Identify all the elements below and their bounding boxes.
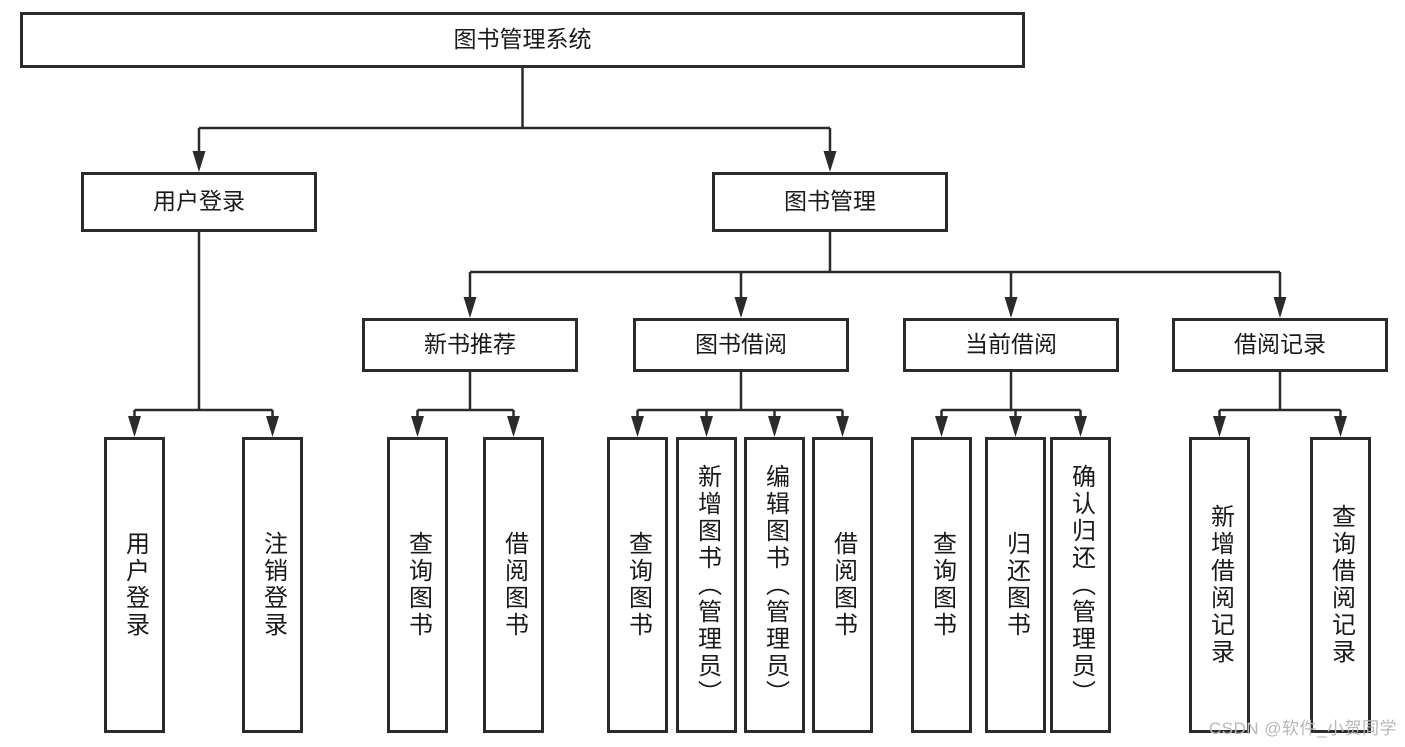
node-box-leaf[interactable] (1310, 437, 1371, 733)
node-box-level3[interactable] (903, 318, 1119, 372)
node-box-leaf[interactable] (387, 437, 448, 733)
node-box-leaf[interactable] (812, 437, 873, 733)
node-box-leaf[interactable] (607, 437, 668, 733)
node-box-level3[interactable] (633, 318, 849, 372)
arrow-head (1074, 416, 1087, 437)
node-label: 图书借阅 (695, 331, 787, 357)
connector-layer (128, 68, 1347, 437)
node-label: 当前借阅 (965, 331, 1057, 357)
node-box-level2[interactable] (712, 172, 948, 232)
node-box-level2[interactable] (81, 172, 317, 232)
arrow-head (768, 416, 781, 437)
arrow-head (631, 416, 644, 437)
arrow-head (1273, 297, 1287, 318)
node-box-level3[interactable] (362, 318, 578, 372)
arrow-head (266, 416, 279, 437)
node-box-leaf[interactable] (911, 437, 972, 733)
node-box-leaf[interactable] (676, 437, 737, 733)
node-box-leaf[interactable] (1189, 437, 1250, 733)
node-label: 借阅记录 (1234, 331, 1326, 357)
arrow-head (128, 416, 141, 437)
arrow-head (1334, 416, 1347, 437)
node-box-layer (20, 12, 1388, 733)
node-box-leaf[interactable] (744, 437, 805, 733)
node-box-leaf[interactable] (104, 437, 165, 733)
csdn-watermark: CSDN @软件_小贺同学 (1208, 719, 1397, 738)
node-label: 新书推荐 (424, 331, 516, 357)
arrow-head (1009, 416, 1022, 437)
arrow-head (935, 416, 948, 437)
arrow-head (1004, 297, 1018, 318)
node-box-leaf[interactable] (242, 437, 303, 733)
arrow-head (700, 416, 713, 437)
arrow-head (192, 151, 206, 172)
arrow-head (411, 416, 424, 437)
node-label: 用户登录 (153, 188, 245, 214)
node-box-leaf[interactable] (1050, 437, 1111, 733)
arrow-head (734, 297, 748, 318)
node-box-leaf[interactable] (985, 437, 1046, 733)
arrow-head (507, 416, 520, 437)
node-label: 图书管理 (784, 188, 876, 214)
node-label: 图书管理系统 (454, 26, 592, 52)
arrow-head (463, 297, 477, 318)
node-box-root[interactable] (20, 12, 1025, 68)
arrow-head (1213, 416, 1226, 437)
arrow-head (823, 151, 837, 172)
arrow-head (836, 416, 849, 437)
node-box-level3[interactable] (1172, 318, 1388, 372)
node-box-leaf[interactable] (483, 437, 544, 733)
